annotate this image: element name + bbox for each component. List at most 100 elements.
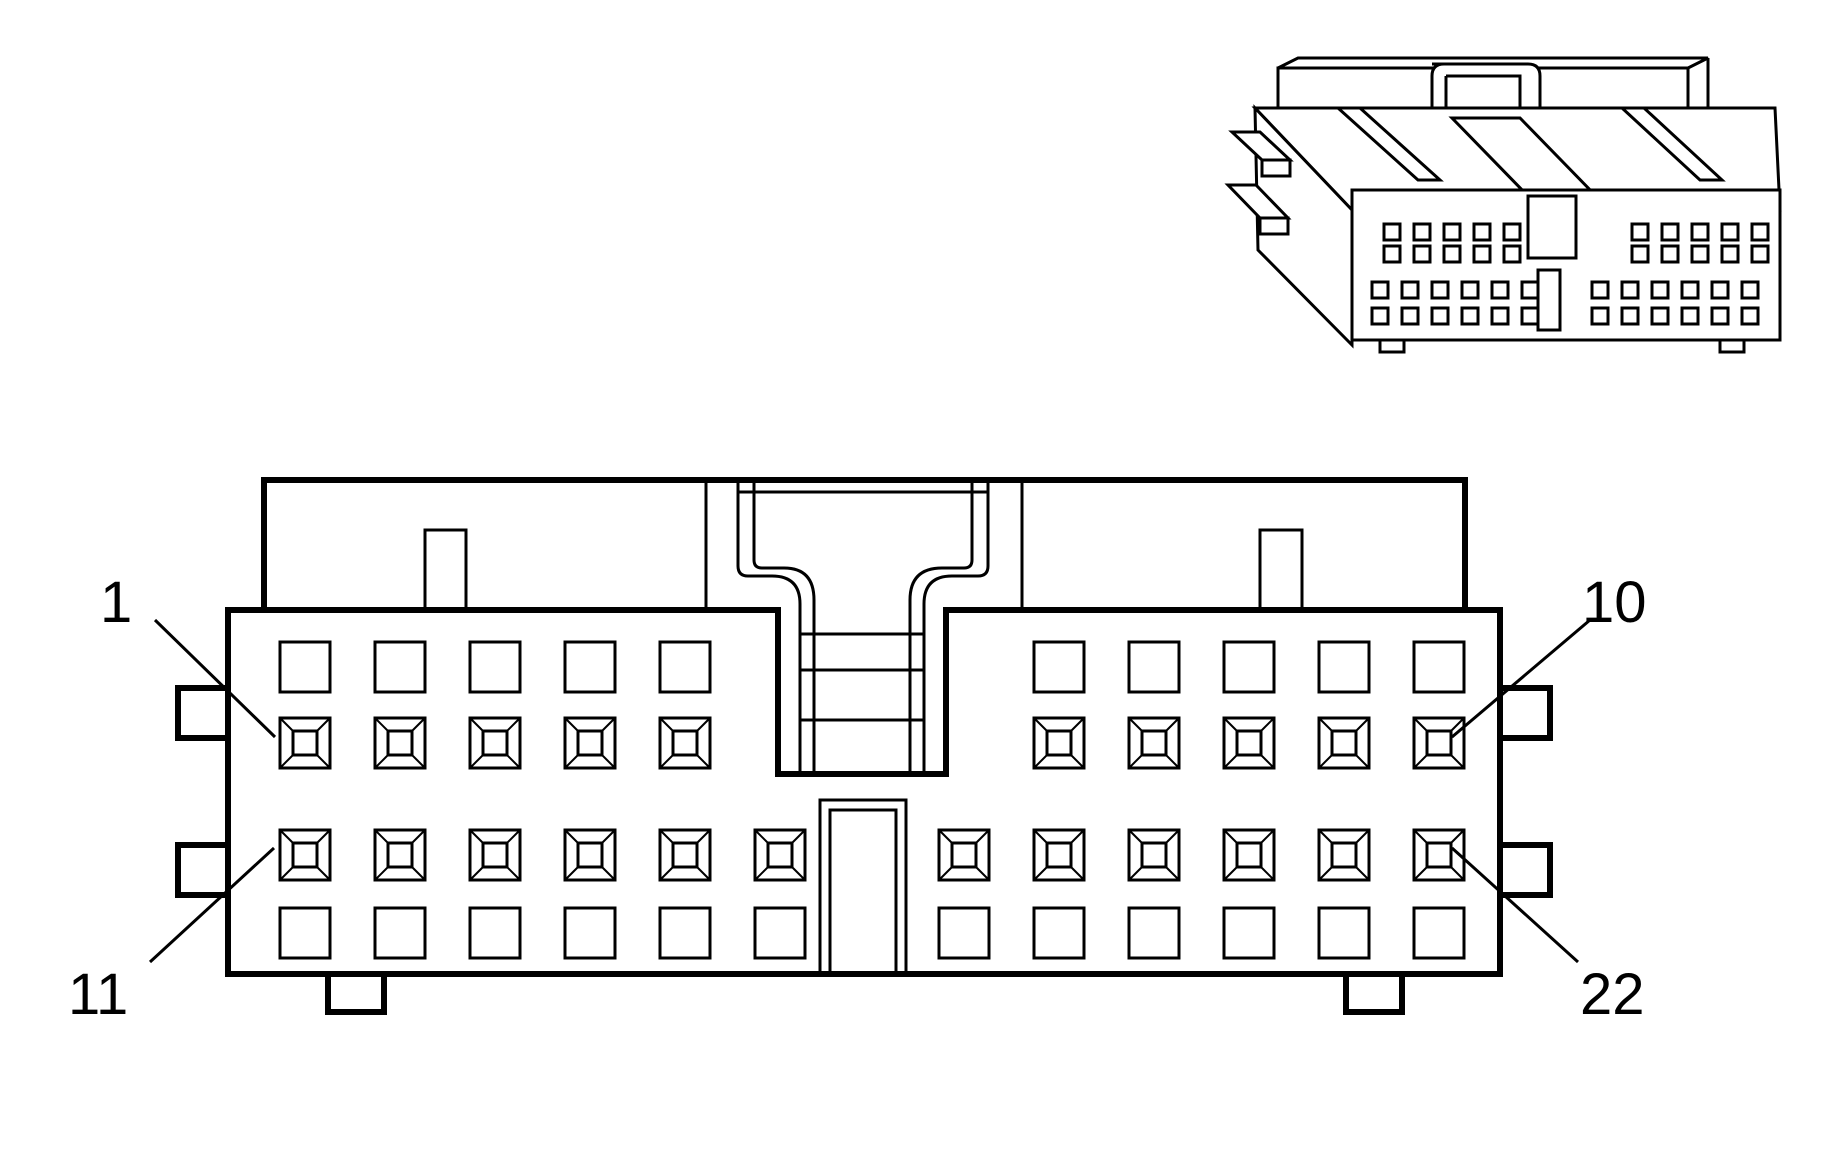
iso-terminal xyxy=(1720,244,1740,264)
leader-line-pin-1 xyxy=(153,618,277,739)
pin-bevel xyxy=(374,717,389,732)
pin-inner xyxy=(1235,729,1263,757)
pin-bevel xyxy=(506,829,521,844)
pin-bevel xyxy=(469,829,484,844)
pin-bevel xyxy=(659,754,674,769)
iso-cavity xyxy=(1710,306,1730,326)
iso-cavity xyxy=(1630,222,1650,242)
pin-bevel xyxy=(1355,754,1370,769)
pin-bevel xyxy=(975,829,990,844)
pin-bevel xyxy=(1318,754,1333,769)
pin-bevel xyxy=(754,829,769,844)
pin-inner xyxy=(950,841,978,869)
pin-bevel xyxy=(1260,754,1275,769)
pin-bevel xyxy=(411,829,426,844)
cavity-top xyxy=(468,640,522,694)
pin-bevel xyxy=(1318,717,1333,732)
iso-cavity xyxy=(1442,222,1462,242)
cavity-bottom xyxy=(658,906,712,960)
pin-label-1: 1 xyxy=(100,570,132,635)
pin-bevel xyxy=(1260,866,1275,881)
cavity-bottom xyxy=(1412,906,1466,960)
terminal-pin-17 xyxy=(937,828,991,882)
iso-terminal xyxy=(1370,280,1390,300)
pin-bevel xyxy=(469,717,484,732)
pin-inner xyxy=(481,841,509,869)
cavity-bottom xyxy=(468,906,522,960)
cavity-top xyxy=(563,640,617,694)
cavity-top xyxy=(1222,640,1276,694)
pin-bevel xyxy=(564,829,579,844)
pin-bevel xyxy=(506,866,521,881)
iso-terminal xyxy=(1630,244,1650,264)
cavity-top xyxy=(1412,640,1466,694)
pin-inner xyxy=(576,729,604,757)
iso-terminal xyxy=(1490,280,1510,300)
iso-cavity xyxy=(1590,306,1610,326)
pin-inner xyxy=(1425,841,1453,869)
pin-bevel xyxy=(696,866,711,881)
pin-bevel xyxy=(316,829,331,844)
pin-bevel xyxy=(411,754,426,769)
iso-cavity xyxy=(1382,222,1402,242)
cavity-bottom xyxy=(1032,906,1086,960)
pin-bevel xyxy=(374,754,389,769)
pin-bevel xyxy=(1165,829,1180,844)
pin-bevel xyxy=(564,717,579,732)
pin-bevel xyxy=(1128,717,1143,732)
terminal-pin-12 xyxy=(373,828,427,882)
pin-bevel xyxy=(1165,866,1180,881)
pin-inner xyxy=(1045,729,1073,757)
pin-bevel xyxy=(659,866,674,881)
iso-cavity xyxy=(1680,306,1700,326)
pin-bevel xyxy=(1450,866,1465,881)
pin-bevel xyxy=(279,754,294,769)
pin-bevel xyxy=(374,829,389,844)
terminal-pin-4 xyxy=(563,716,617,770)
pin-bevel xyxy=(938,866,953,881)
pin-inner xyxy=(1140,841,1168,869)
pin-inner xyxy=(386,841,414,869)
pin-bevel xyxy=(1223,829,1238,844)
pin-bevel xyxy=(1033,717,1048,732)
pin-bevel xyxy=(1413,754,1428,769)
pin-bevel xyxy=(1070,754,1085,769)
pin-bevel xyxy=(791,829,806,844)
terminal-pin-15 xyxy=(658,828,712,882)
terminal-pin-14 xyxy=(563,828,617,882)
pin-bevel xyxy=(1318,829,1333,844)
pin-bevel xyxy=(659,829,674,844)
terminal-pin-6 xyxy=(1032,716,1086,770)
iso-terminal xyxy=(1650,280,1670,300)
iso-cavity xyxy=(1660,222,1680,242)
pin-bevel xyxy=(1128,754,1143,769)
iso-cavity xyxy=(1690,222,1710,242)
pin-label-22: 22 xyxy=(1580,962,1645,1027)
connector-front-view: 1 10 11 22 xyxy=(68,477,1647,1027)
pin-bevel xyxy=(1070,866,1085,881)
pin-bevel xyxy=(279,829,294,844)
pin-bevel xyxy=(469,866,484,881)
pin-bevel xyxy=(1450,754,1465,769)
pin-inner xyxy=(671,841,699,869)
pin-bevel xyxy=(1450,717,1465,732)
iso-terminal xyxy=(1412,244,1432,264)
iso-cavity xyxy=(1750,222,1770,242)
pin-bevel xyxy=(601,717,616,732)
pin-bevel xyxy=(791,866,806,881)
pin-bevel xyxy=(1260,829,1275,844)
cavity-top xyxy=(1127,640,1181,694)
terminal-pin-2 xyxy=(373,716,427,770)
pin-inner xyxy=(1330,841,1358,869)
iso-cavity xyxy=(1460,306,1480,326)
terminal-pin-11 xyxy=(278,828,332,882)
pin-bevel xyxy=(601,829,616,844)
terminal-pin-10 xyxy=(1412,716,1466,770)
iso-cavity xyxy=(1650,306,1670,326)
cavity-bottom xyxy=(1127,906,1181,960)
iso-terminal xyxy=(1750,244,1770,264)
terminal-pin-3 xyxy=(468,716,522,770)
terminal-pin-5 xyxy=(658,716,712,770)
terminal-pin-21 xyxy=(1317,828,1371,882)
iso-terminal xyxy=(1460,280,1480,300)
